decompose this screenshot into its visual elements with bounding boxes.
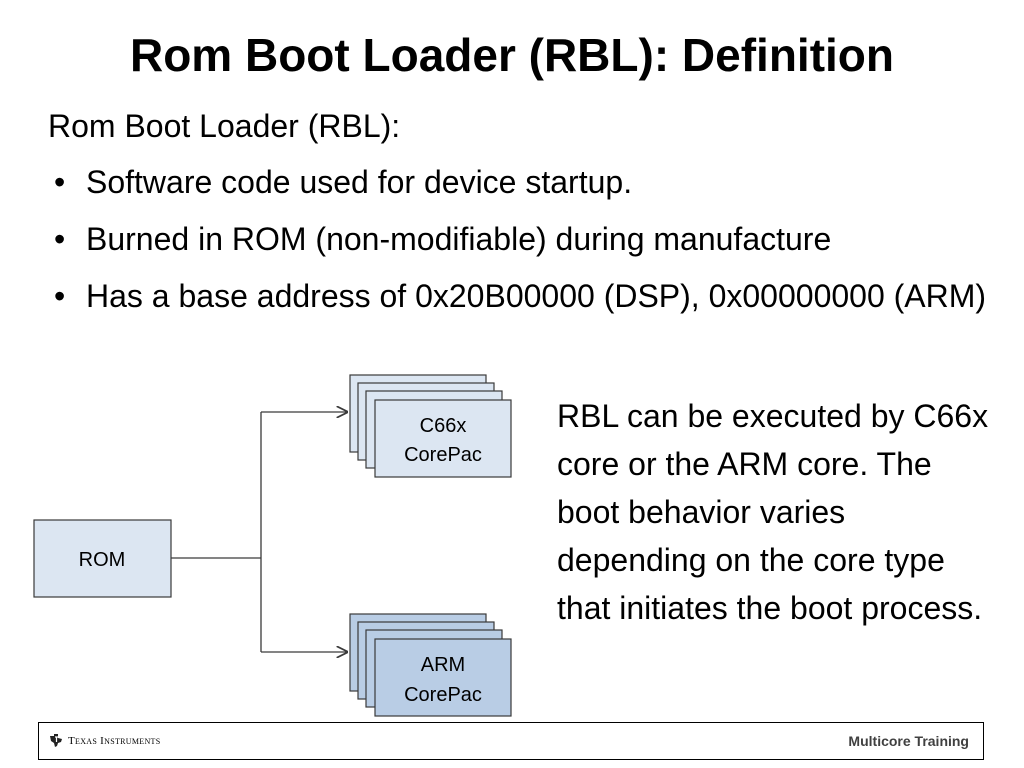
intro-line: Rom Boot Loader (RBL): — [48, 108, 401, 144]
bullet-text: Burned in ROM (non-modifiable) during ma… — [86, 221, 832, 257]
ti-logo: Texas Instruments — [49, 734, 160, 747]
bullet-dot: • — [54, 278, 66, 314]
ti-logo-text: Texas Instruments — [68, 734, 161, 747]
bullet-item: • Has a base address of 0x20B00000 (DSP)… — [48, 274, 1008, 318]
ti-state-icon — [50, 734, 62, 747]
bullet-item: • Burned in ROM (non-modifiable) during … — [48, 217, 1008, 261]
footer-course-title: Multicore Training — [848, 733, 969, 749]
footer-bar: Texas Instruments Multicore Training — [38, 722, 984, 760]
bullet-dot: • — [54, 164, 66, 200]
boot-diagram: ROM C66x CorePac ARM CorePac — [33, 374, 512, 717]
bullet-list: • Software code used for device startup.… — [48, 160, 1008, 331]
bullet-text: Software code used for device startup. — [86, 164, 633, 200]
rom-box: ROM — [33, 519, 172, 598]
arm-label-line2: CorePac — [404, 684, 482, 706]
c66x-label-line2: CorePac — [404, 444, 482, 466]
rom-label: ROM — [79, 549, 126, 571]
c66x-corepac-stack: C66x CorePac — [349, 374, 512, 478]
rbl-description: RBL can be executed by C66x core or the … — [557, 398, 989, 626]
slide-title: Rom Boot Loader (RBL): Definition — [129, 29, 894, 81]
bullet-text: Has a base address of 0x20B00000 (DSP), … — [86, 278, 987, 314]
arm-label-line1: ARM — [421, 654, 465, 676]
arm-corepac-stack: ARM CorePac — [349, 613, 512, 717]
bullet-item: • Software code used for device startup. — [48, 160, 1008, 204]
c66x-label-line1: C66x — [420, 415, 467, 437]
bullet-dot: • — [54, 221, 66, 257]
